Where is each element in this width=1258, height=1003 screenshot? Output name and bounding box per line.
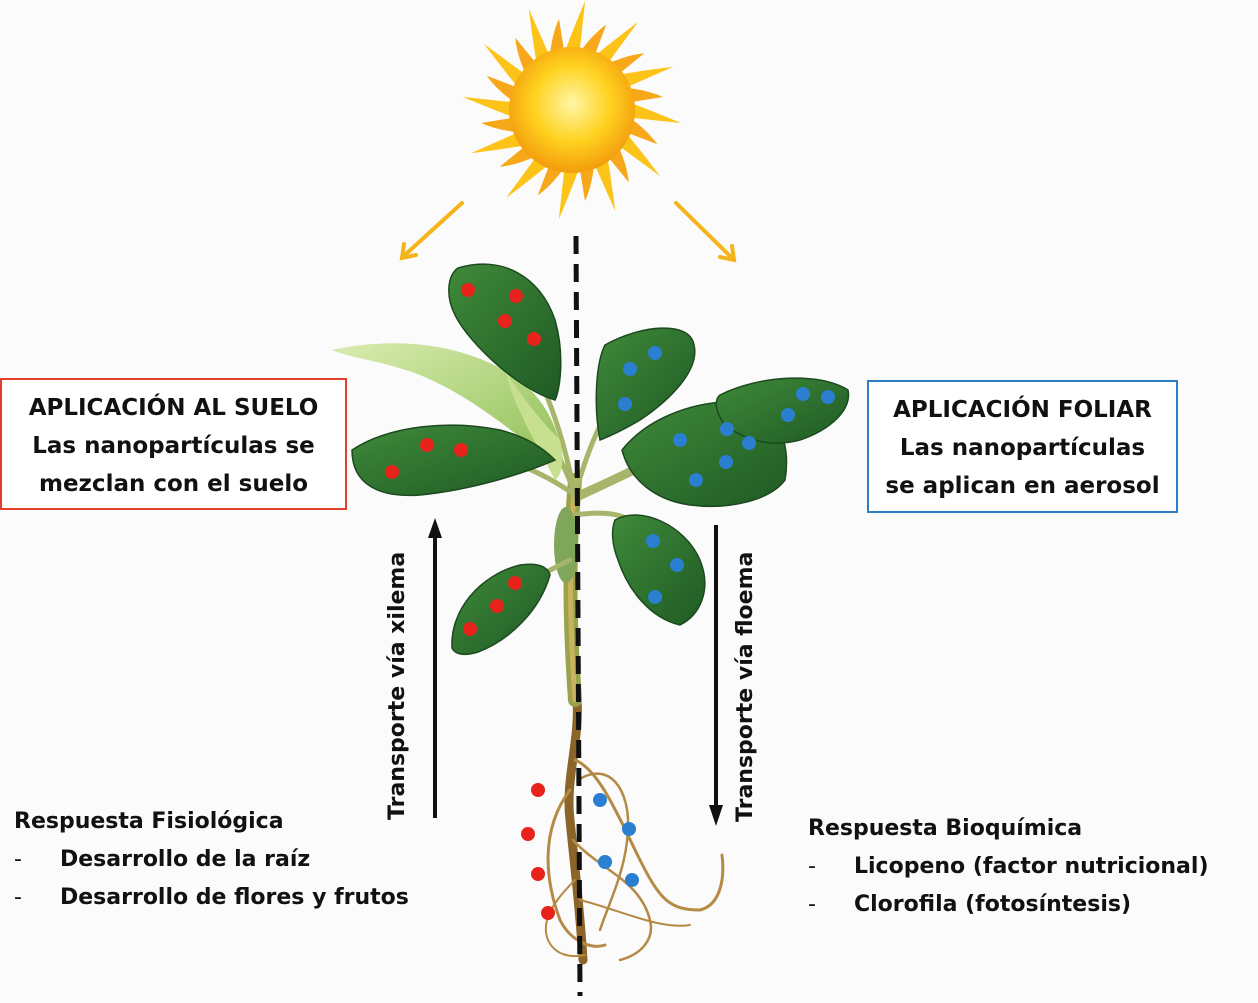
divider-dashed-line xyxy=(573,235,583,997)
foliar-nanoparticle-dot xyxy=(648,346,662,360)
sun-ray xyxy=(486,75,519,103)
soil-nanoparticle-dot xyxy=(531,783,545,797)
list-item: Licopeno (factor nutricional) xyxy=(808,848,1209,886)
foliar-nanoparticle-dot xyxy=(719,455,733,469)
sun-ray xyxy=(549,18,565,57)
leaf-lower-right xyxy=(611,514,706,626)
sun-icon xyxy=(462,0,682,220)
sun-ray xyxy=(537,163,565,196)
sun-ray xyxy=(618,132,660,177)
list-item: Desarrollo de flores y frutos xyxy=(14,879,409,917)
leaf-top-right xyxy=(595,327,696,442)
leaf-top-left xyxy=(448,263,562,401)
soil-nanoparticle-dot xyxy=(420,438,434,452)
foliar-nanoparticle-dot xyxy=(720,422,734,436)
xylem-arrow xyxy=(428,518,442,818)
biochemical-response: Respuesta Bioquímica Licopeno (factor nu… xyxy=(808,810,1209,924)
physiological-response-title: Respuesta Fisiológica xyxy=(14,809,284,834)
foliar-nanoparticle-dot xyxy=(670,558,684,572)
sun-ray xyxy=(528,8,550,64)
foliar-nanoparticle-dot xyxy=(598,855,612,869)
sun-ray xyxy=(594,22,639,64)
foliar-nanoparticle-dot xyxy=(593,793,607,807)
leaves xyxy=(351,263,850,656)
phloem-arrow xyxy=(709,525,723,826)
soil-nanoparticle-dot xyxy=(461,283,475,297)
soil-nanoparticle-dot xyxy=(385,465,399,479)
foliar-nanoparticle-dot xyxy=(623,362,637,376)
sun-ray xyxy=(462,96,515,118)
foliar-application-box: APLICACIÓN FOLIAR Las nanopartículas se … xyxy=(867,380,1178,513)
foliar-nanoparticle-dot xyxy=(742,436,756,450)
soil-nanoparticle-dot xyxy=(498,314,512,328)
soil-nanoparticle-dot xyxy=(509,289,523,303)
sun-ray xyxy=(579,163,595,202)
biochemical-response-title: Respuesta Bioquímica xyxy=(808,816,1083,841)
leaf-far-right xyxy=(715,377,850,444)
foliar-nanoparticle-dot xyxy=(673,433,687,447)
sun-ray xyxy=(629,102,682,124)
pale-leaf-small xyxy=(505,370,563,480)
root-system xyxy=(544,695,725,965)
soil-nanoparticle-dot xyxy=(463,622,477,636)
soil-nanoparticle-dot xyxy=(541,906,555,920)
sunlight-arrows xyxy=(399,201,737,263)
soil-nanoparticle-dot xyxy=(454,443,468,457)
soil-nanoparticle-dot xyxy=(490,599,504,613)
foliar-nanoparticle-dot xyxy=(625,873,639,887)
soil-nanoparticle-dot xyxy=(531,867,545,881)
soil-nanoparticle-dot xyxy=(521,827,535,841)
sun-ray xyxy=(579,24,607,57)
sun-ray xyxy=(480,117,519,133)
soil-nanoparticle-dot xyxy=(527,332,541,346)
soil-application-line2: mezclan con el suelo xyxy=(38,471,309,497)
foliar-application-line1: Las nanopartículas xyxy=(899,435,1146,461)
foliar-nanoparticles xyxy=(593,346,835,887)
soil-nanoparticle-dot xyxy=(508,576,522,590)
foliar-application-title: APLICACIÓN FOLIAR xyxy=(893,397,1152,423)
soil-application-title: APLICACIÓN AL SUELO xyxy=(28,395,319,421)
foliar-application-line2: se aplican en aerosol xyxy=(885,473,1160,499)
sun-ray xyxy=(625,87,664,103)
foliar-nanoparticle-dot xyxy=(622,822,636,836)
sun-ray xyxy=(505,156,550,198)
foliar-nanoparticle-dot xyxy=(618,397,632,411)
sun-ray xyxy=(564,0,586,53)
physiological-response: Respuesta Fisiológica Desarrollo de la r… xyxy=(14,803,409,917)
soil-application-line1: Las nanopartículas se xyxy=(32,433,315,459)
sun-ray xyxy=(594,156,616,212)
sun-ray xyxy=(484,43,526,88)
foliar-nanoparticle-dot xyxy=(781,408,795,422)
sun-ray xyxy=(625,117,658,145)
list-item: Desarrollo de la raíz xyxy=(14,841,409,879)
foliar-nanoparticle-dot xyxy=(796,387,810,401)
leaf-left xyxy=(351,424,557,497)
sun-ray xyxy=(618,66,674,88)
foliar-nanoparticle-dot xyxy=(646,534,660,548)
xylem-transport-label: Transporte vía xilema xyxy=(385,551,410,820)
sun-ray xyxy=(558,167,580,220)
foliar-nanoparticle-dot xyxy=(689,473,703,487)
foliar-nanoparticle-dot xyxy=(821,390,835,404)
soil-application-box: APLICACIÓN AL SUELO Las nanopartículas s… xyxy=(0,378,347,510)
sun-ray xyxy=(470,132,526,154)
phloem-transport-label: Transporte vía floema xyxy=(733,551,758,822)
foliar-nanoparticle-dot xyxy=(648,590,662,604)
soil-nanoparticles xyxy=(385,283,555,920)
list-item: Clorofila (fotosíntesis) xyxy=(808,886,1209,924)
